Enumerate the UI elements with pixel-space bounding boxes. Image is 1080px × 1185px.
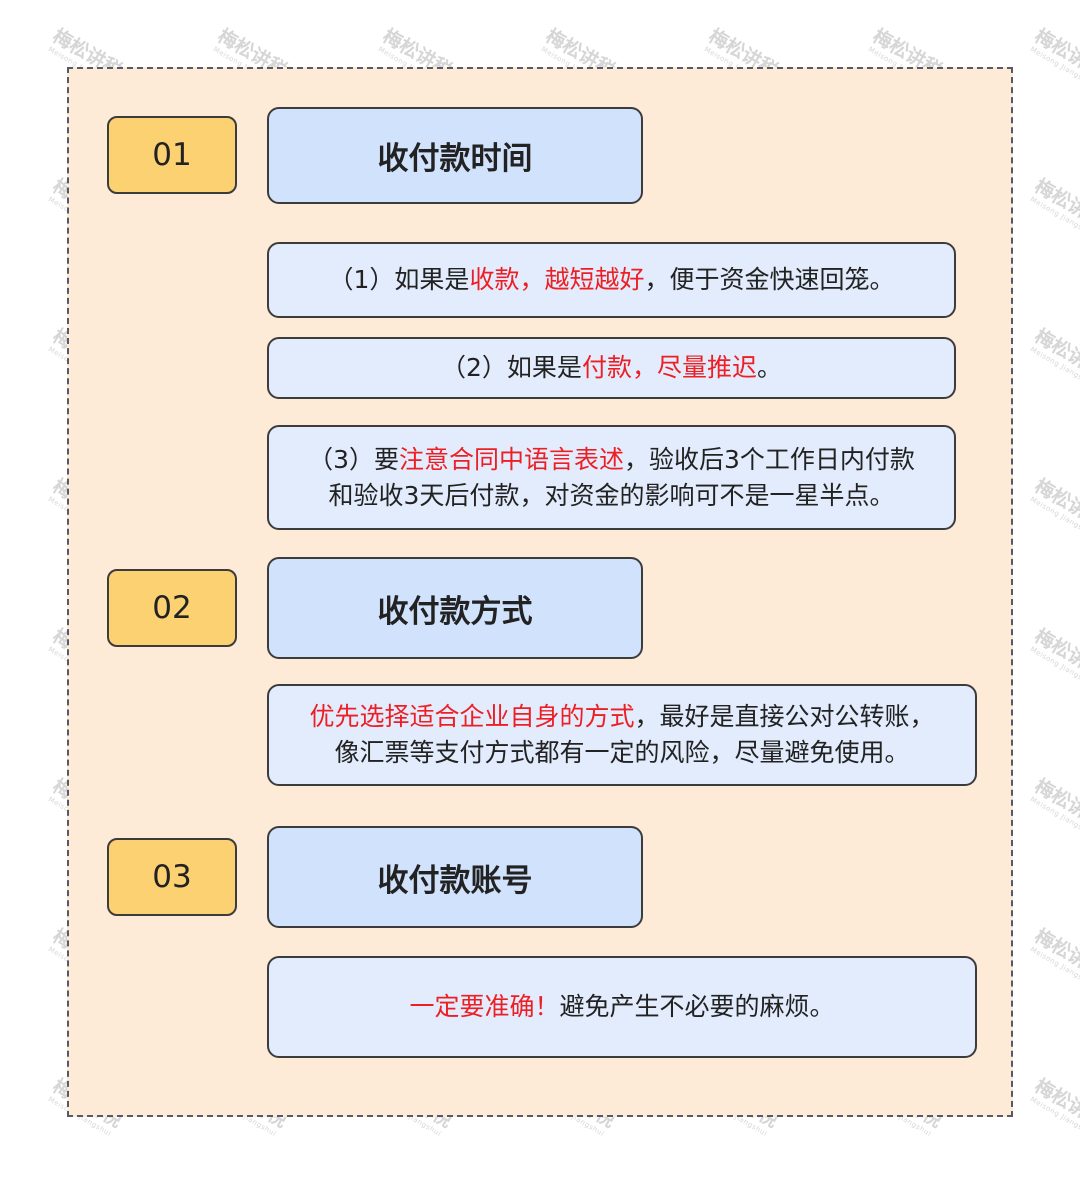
watermark-text: 梅松讲税 <box>1030 1075 1080 1133</box>
body-text: 。 <box>756 353 782 382</box>
body-text: ，最好是直接公对公转账， <box>634 702 935 731</box>
watermark-text: 梅松讲税 <box>1030 625 1080 683</box>
watermark-subtext: Meisong Jiangshui <box>1028 1095 1080 1138</box>
content-box-method: 优先选择适合企业自身的方式，最好是直接公对公转账， 像汇票等支付方式都有一定的风险… <box>267 684 977 786</box>
text-line: 优先选择适合企业自身的方式，最好是直接公对公转账， <box>309 699 934 735</box>
watermark-text: 梅松讲税 <box>1030 475 1080 533</box>
content-box-payment: （2）如果是付款，尽量推迟。 <box>267 337 956 399</box>
content-box-account: 一定要准确！避免产生不必要的麻烦。 <box>267 956 977 1058</box>
watermark-text: 梅松讲税 <box>1030 175 1080 233</box>
highlighted-text: 一定要准确！ <box>409 992 560 1021</box>
section-title-payment-method: 收付款方式 <box>267 557 643 659</box>
highlighted-text: 付款，尽量推迟 <box>581 353 757 382</box>
watermark-subtext: Meisong Jiangshui <box>1028 945 1080 988</box>
watermark-subtext: Meisong Jiangshui <box>1028 195 1080 238</box>
watermark-subtext: Meisong Jiangshui <box>1028 495 1080 538</box>
section-number-badge-01: 01 <box>107 116 237 194</box>
content-box-receipt: （1）如果是收款，越短越好，便于资金快速回笼。 <box>267 242 956 318</box>
body-text: 和验收3天后付款，对资金的影响可不是一星半点。 <box>328 480 895 510</box>
highlighted-text: 收款，越短越好 <box>469 265 645 294</box>
watermark-subtext: Meisong Jiangshui <box>1028 345 1080 388</box>
body-text: （2）如果是 <box>441 353 582 382</box>
body-text: ，验收后3个工作日内付款 <box>624 444 915 474</box>
section-title-payment-time: 收付款时间 <box>267 107 643 204</box>
watermark-subtext: Meisong Jiangshui <box>1028 795 1080 838</box>
watermark-subtext: Meisong Jiangshui <box>1028 45 1080 88</box>
section-title-account: 收付款账号 <box>267 826 643 928</box>
text-line: （3）要注意合同中语言表述，验收后3个工作日内付款 <box>308 442 915 478</box>
highlighted-text: 优先选择适合企业自身的方式 <box>309 702 635 731</box>
watermark-text: 梅松讲税 <box>1030 325 1080 383</box>
body-text: （1）如果是 <box>328 265 470 294</box>
body-text: 避免产生不必要的麻烦。 <box>559 992 835 1021</box>
watermark-subtext: Meisong Jiangshui <box>1028 645 1080 688</box>
text-line: 和验收3天后付款，对资金的影响可不是一星半点。 <box>329 478 895 514</box>
watermark-text: 梅松讲税 <box>1030 775 1080 833</box>
section-number-badge-02: 02 <box>107 569 237 647</box>
text-line: 像汇票等支付方式都有一定的风险，尽量避免使用。 <box>334 735 909 771</box>
body-text: 像汇票等支付方式都有一定的风险，尽量避免使用。 <box>334 738 910 767</box>
body-text: （3）要 <box>308 444 399 474</box>
highlighted-text: 注意合同中语言表述 <box>398 444 624 474</box>
text-line: （2）如果是付款，尽量推迟。 <box>441 350 782 386</box>
watermark-text: 梅松讲税 <box>1030 925 1080 983</box>
text-line: 一定要准确！避免产生不必要的麻烦。 <box>409 989 834 1025</box>
content-box-contract-wording: （3）要注意合同中语言表述，验收后3个工作日内付款和验收3天后付款，对资金的影响… <box>267 425 956 530</box>
watermark-text: 梅松讲税 <box>1030 25 1080 83</box>
body-text: ，便于资金快速回笼。 <box>644 265 895 294</box>
section-number-badge-03: 03 <box>107 838 237 916</box>
text-line: （1）如果是收款，越短越好，便于资金快速回笼。 <box>329 262 895 298</box>
